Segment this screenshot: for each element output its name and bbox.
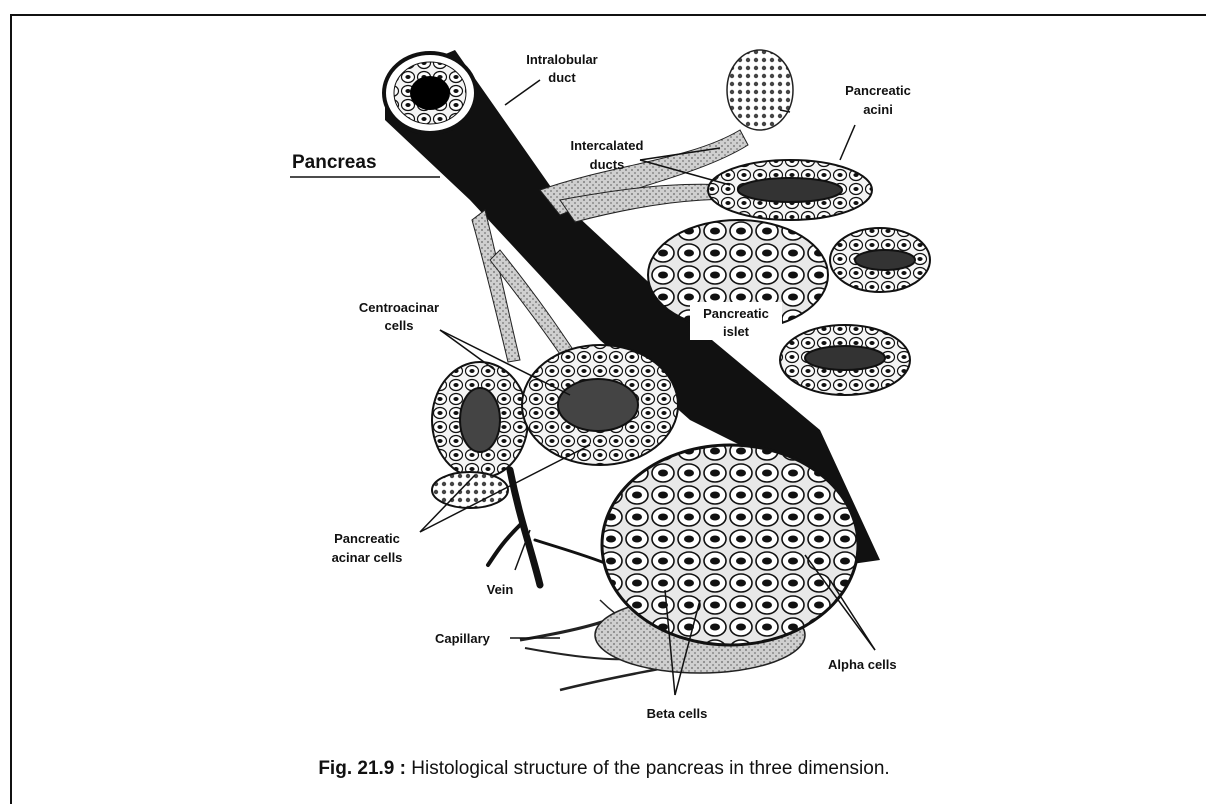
label-pancreatic-acinar-cells-line1: Pancreatic bbox=[334, 531, 400, 546]
label-intralobular-duct-line2: duct bbox=[548, 70, 576, 85]
label-intercalated-ducts-line1: Intercalated bbox=[571, 138, 644, 153]
label-pancreatic-acini-line2: acini bbox=[863, 102, 893, 117]
label-pancreatic-islet-line2: islet bbox=[723, 324, 750, 339]
label-pancreas: Pancreas bbox=[292, 152, 377, 173]
label-centroacinar-cells-line1: Centroacinar bbox=[359, 300, 439, 315]
figure-number: Fig. 21.9 : bbox=[318, 758, 406, 779]
pancreatic-acini-cluster bbox=[727, 50, 793, 130]
figure-caption: Fig. 21.9 : Histological structure of th… bbox=[0, 758, 1208, 780]
label-alpha-cells: Alpha cells bbox=[828, 657, 897, 672]
label-vein: Vein bbox=[487, 582, 514, 597]
label-pancreatic-islet-line1: Pancreatic bbox=[703, 306, 769, 321]
label-pancreatic-acinar-cells-line2: acinar cells bbox=[332, 550, 403, 565]
figure-caption-text: Histological structure of the pancreas i… bbox=[411, 758, 889, 779]
label-intercalated-ducts-line2: ducts bbox=[590, 157, 625, 172]
label-intralobular-duct-line1: Intralobular bbox=[526, 52, 598, 67]
label-capillary: Capillary bbox=[435, 631, 491, 646]
label-centroacinar-cells-line2: cells bbox=[385, 318, 414, 333]
pancreatic-islet-lower bbox=[595, 445, 858, 673]
label-pancreatic-acini-line1: Pancreatic bbox=[845, 83, 911, 98]
label-beta-cells: Beta cells bbox=[647, 706, 708, 721]
